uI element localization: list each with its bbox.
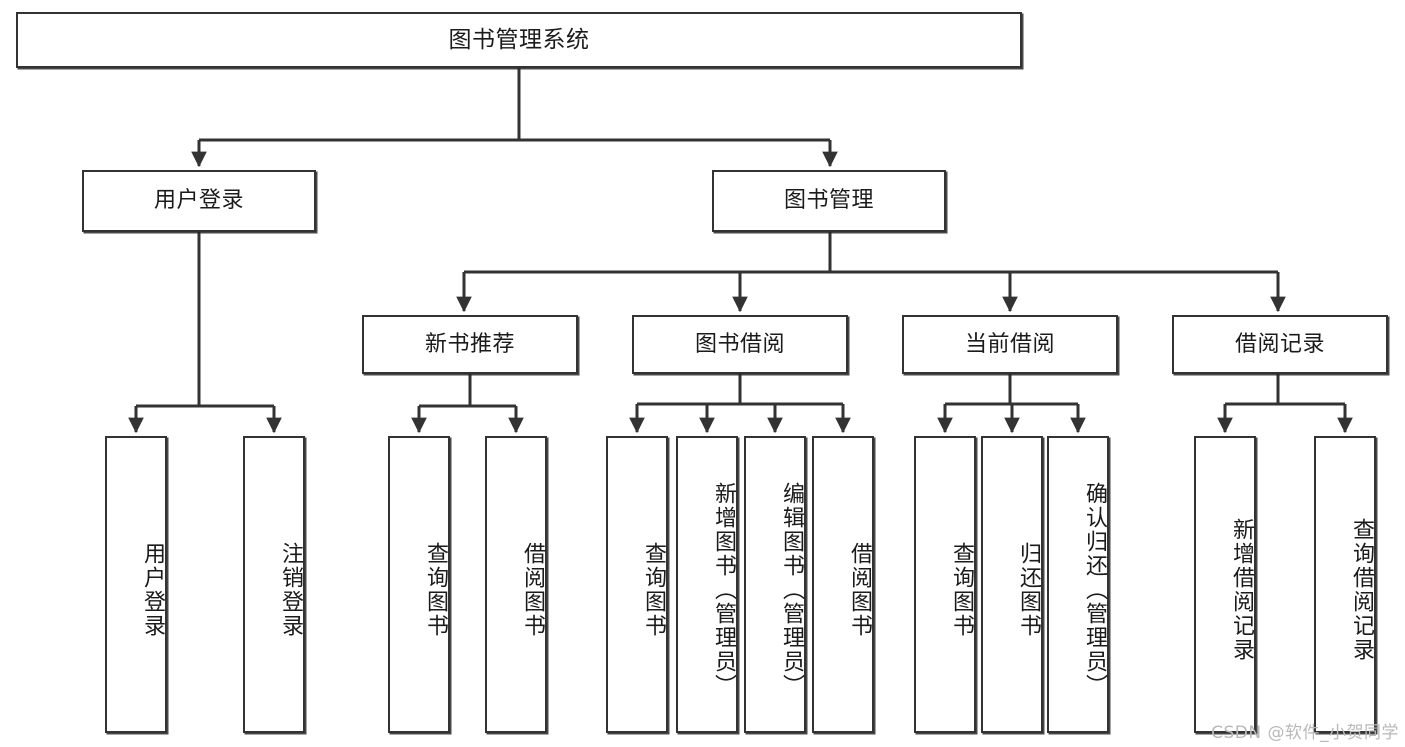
node-root-label: 图书管理系统 — [448, 26, 590, 53]
node-current-borrow-label: 当前借阅 — [964, 331, 1055, 357]
node-borrow-record-label: 借阅记录 — [1234, 331, 1325, 357]
leaf-label: 用户登录 — [140, 541, 165, 638]
node-borrow-record[interactable]: 借阅记录 — [1172, 315, 1388, 374]
leaf-label: 借阅图书 — [520, 541, 545, 638]
leaf-label: 编辑图书（管理员） — [779, 481, 804, 698]
leaf-label: 查询图书 — [641, 541, 666, 638]
leaf-new-book-borrow-books[interactable]: 借阅图书 — [485, 436, 547, 733]
node-user-login-label: 用户登录 — [153, 188, 244, 214]
leaf-label: 注销登录 — [278, 541, 303, 638]
leaf-borrow-record-add-record[interactable]: 新增借阅记录 — [1194, 436, 1256, 733]
node-new-book-recommend[interactable]: 新书推荐 — [362, 315, 578, 374]
leaf-book-borrow-query-books[interactable]: 查询图书 — [606, 436, 668, 733]
leaf-label: 查询图书 — [949, 541, 974, 638]
node-book-borrow-label: 图书借阅 — [694, 331, 785, 357]
leaf-borrow-record-query-record[interactable]: 查询借阅记录 — [1314, 436, 1376, 733]
leaf-book-borrow-edit-book-admin[interactable]: 编辑图书（管理员） — [744, 436, 806, 733]
leaf-new-book-query-books[interactable]: 查询图书 — [388, 436, 450, 733]
leaf-book-borrow-add-book-admin[interactable]: 新增图书（管理员） — [676, 436, 738, 733]
leaf-current-borrow-return-books[interactable]: 归还图书 — [981, 436, 1043, 733]
leaf-current-borrow-query-books[interactable]: 查询图书 — [914, 436, 976, 733]
node-new-book-recommend-label: 新书推荐 — [424, 331, 515, 357]
leaf-label: 新增借阅记录 — [1229, 517, 1254, 662]
leaf-label: 确认归还（管理员） — [1082, 481, 1107, 698]
leaf-book-borrow-borrow-books[interactable]: 借阅图书 — [812, 436, 874, 733]
node-current-borrow[interactable]: 当前借阅 — [902, 315, 1118, 374]
node-book-borrow[interactable]: 图书借阅 — [632, 315, 848, 374]
leaf-label: 归还图书 — [1016, 541, 1041, 638]
node-root-book-management-system[interactable]: 图书管理系统 — [16, 12, 1022, 68]
leaf-current-borrow-confirm-return-admin[interactable]: 确认归还（管理员） — [1047, 436, 1109, 733]
node-user-login[interactable]: 用户登录 — [82, 170, 316, 232]
leaf-label: 查询图书 — [423, 541, 448, 638]
leaf-user-login-login[interactable]: 用户登录 — [105, 436, 167, 733]
leaf-label: 查询借阅记录 — [1349, 517, 1374, 662]
node-book-management[interactable]: 图书管理 — [712, 170, 946, 232]
leaf-label: 借阅图书 — [847, 541, 872, 638]
node-book-management-label: 图书管理 — [783, 188, 874, 214]
leaf-user-login-logout[interactable]: 注销登录 — [243, 436, 305, 733]
leaf-label: 新增图书（管理员） — [711, 481, 736, 698]
